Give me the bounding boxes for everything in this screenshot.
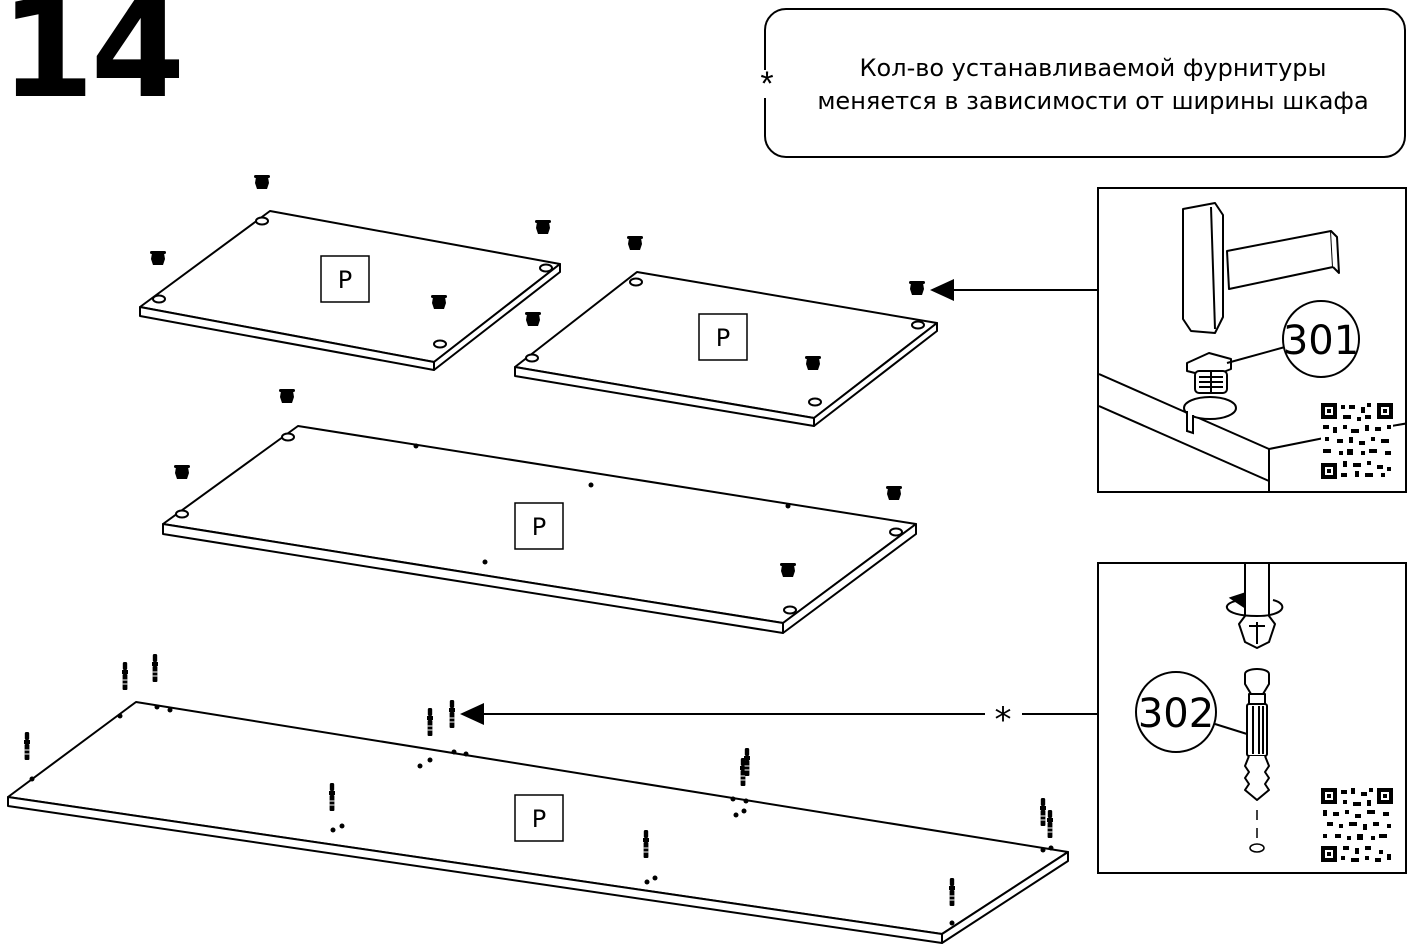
dowel-screw-part bbox=[1244, 668, 1270, 801]
note-line-2: меняется в зависимости от ширины шкафа bbox=[817, 87, 1369, 115]
part-number-302: 302 bbox=[1138, 691, 1214, 737]
arrow-302 bbox=[460, 703, 1097, 725]
rotation-arrow-icon bbox=[1225, 592, 1284, 618]
qr-code-icon bbox=[1321, 788, 1393, 862]
panel-label-middle: P bbox=[514, 502, 564, 550]
hammer-icon bbox=[1182, 202, 1340, 334]
note-text: Кол-во устанавливаемой фурнитуры меняетс… bbox=[794, 52, 1392, 118]
qr-code-icon bbox=[1321, 403, 1393, 479]
panel-label-top-left: P bbox=[320, 255, 370, 303]
panel-bottom-holes bbox=[29, 704, 1054, 926]
part-number-301: 301 bbox=[1283, 318, 1359, 364]
note-box: * Кол-во устанавливаемой фурнитуры меняе… bbox=[758, 8, 1406, 158]
step-number: 14 bbox=[0, 0, 185, 129]
screwdriver-icon bbox=[1238, 564, 1276, 649]
panel-label-text: P bbox=[532, 805, 546, 833]
callout-asterisk: * bbox=[995, 700, 1012, 740]
panel-middle-holes bbox=[413, 443, 791, 565]
panel-label-bottom: P bbox=[514, 794, 564, 842]
note-line-1: Кол-во устанавливаемой фурнитуры bbox=[859, 54, 1327, 82]
panel-label-text: P bbox=[716, 324, 730, 352]
panel-label-text: P bbox=[532, 513, 546, 541]
dowel-screw-illustration: 302 bbox=[1135, 564, 1393, 862]
panel-label-top-right: P bbox=[698, 313, 748, 361]
panel-label-text: P bbox=[338, 266, 352, 294]
inset-cam-lock: 301 bbox=[1097, 187, 1407, 493]
arrow-301 bbox=[930, 279, 1097, 301]
inset-dowel-screw: 302 bbox=[1097, 562, 1407, 874]
cam-lock-illustration: 301 bbox=[1099, 202, 1405, 491]
asterisk-icon: * bbox=[758, 67, 776, 101]
cam-lock-part bbox=[1186, 352, 1232, 394]
